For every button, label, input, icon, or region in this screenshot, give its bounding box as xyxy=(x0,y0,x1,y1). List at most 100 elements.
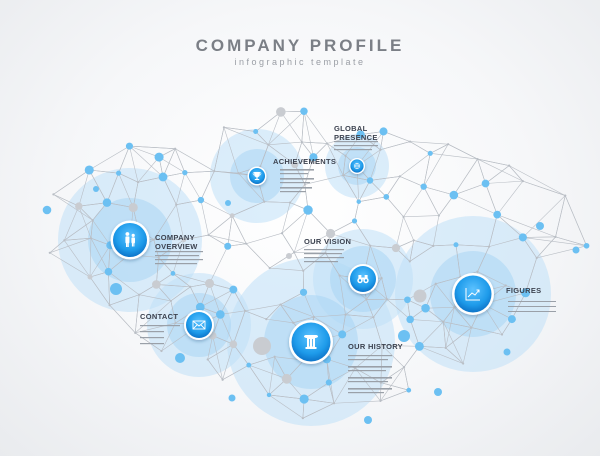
hub-figures[interactable] xyxy=(452,273,494,315)
network-dot xyxy=(583,242,590,249)
network-link xyxy=(471,327,503,335)
network-link xyxy=(172,273,210,284)
network-link xyxy=(233,344,250,366)
hub-contact[interactable] xyxy=(184,310,214,340)
network-link xyxy=(443,307,455,322)
network-dot xyxy=(507,315,516,324)
network-link xyxy=(268,111,305,146)
network-link xyxy=(293,209,309,253)
network-link xyxy=(325,252,340,276)
network-dot xyxy=(332,402,336,405)
network-link xyxy=(380,141,411,151)
network-dot xyxy=(52,193,55,196)
network-dot xyxy=(174,321,177,325)
network-dot xyxy=(152,280,161,289)
network-link xyxy=(246,232,283,244)
network-link xyxy=(303,111,314,158)
network-link xyxy=(477,158,523,182)
network-link xyxy=(248,364,270,396)
network-link xyxy=(231,215,247,244)
hub-our-history[interactable] xyxy=(289,320,333,364)
network-link xyxy=(373,317,383,346)
network-link xyxy=(244,310,267,320)
network-link xyxy=(326,334,343,360)
network-link xyxy=(200,199,233,216)
network-dot xyxy=(406,387,412,393)
network-link xyxy=(409,141,431,154)
network-dot xyxy=(268,266,271,270)
network-dot xyxy=(521,180,524,183)
network-link xyxy=(207,335,213,360)
network-link xyxy=(207,359,223,380)
network-link xyxy=(137,156,160,183)
network-link xyxy=(106,173,119,203)
network-link xyxy=(443,321,464,364)
network-link xyxy=(170,300,176,324)
network-dot xyxy=(267,143,270,146)
network-dot xyxy=(222,126,226,129)
network-link xyxy=(223,127,256,132)
network-dot xyxy=(207,233,210,237)
network-link xyxy=(303,111,328,144)
network-dot xyxy=(189,285,192,288)
network-link xyxy=(208,234,228,247)
network-link xyxy=(108,271,140,295)
network-link xyxy=(266,304,281,320)
network-link xyxy=(448,143,478,160)
network-link xyxy=(281,202,291,234)
network-dot xyxy=(421,303,430,313)
network-link xyxy=(156,284,191,288)
network-link xyxy=(355,345,383,369)
network-dot xyxy=(437,214,440,217)
network-link xyxy=(268,111,282,145)
network-link xyxy=(358,180,371,202)
network-dot xyxy=(157,256,160,259)
network-dot xyxy=(481,179,490,188)
network-link xyxy=(343,175,371,181)
network-dot xyxy=(500,333,504,336)
placeholder-text-blocks xyxy=(140,141,556,394)
network-link xyxy=(409,319,420,347)
hub-global-presence[interactable] xyxy=(349,158,365,174)
hub-company-overview[interactable] xyxy=(110,220,150,260)
network-dot xyxy=(136,181,140,184)
network-link xyxy=(246,243,270,269)
network-link xyxy=(382,345,420,347)
network-link xyxy=(304,398,335,404)
network-dot xyxy=(476,270,479,273)
network-link xyxy=(410,141,449,145)
network-link xyxy=(508,165,524,182)
network-link xyxy=(423,153,431,187)
network-dot xyxy=(154,152,164,162)
network-dot xyxy=(169,299,173,303)
network-link xyxy=(373,299,388,318)
network-link xyxy=(380,345,383,383)
network-link xyxy=(477,158,486,184)
network-link xyxy=(496,180,524,215)
network-dot xyxy=(87,274,93,280)
network-link xyxy=(430,153,478,160)
network-link xyxy=(135,300,172,334)
trophy-icon xyxy=(252,172,262,180)
people-icon xyxy=(125,232,135,247)
network-link xyxy=(453,194,498,215)
network-dot xyxy=(402,366,406,369)
network-dot xyxy=(300,107,308,116)
network-dot xyxy=(225,200,231,206)
hub-achievements[interactable] xyxy=(247,166,267,186)
network-link xyxy=(313,316,343,335)
network-link xyxy=(172,239,185,274)
network-dot xyxy=(351,218,358,224)
network-link xyxy=(423,144,449,187)
network-link xyxy=(403,367,410,391)
hub-our-vision[interactable] xyxy=(348,264,378,294)
network-dot xyxy=(325,379,332,386)
network-dot xyxy=(263,200,266,203)
network-dot xyxy=(309,153,318,162)
network-dot xyxy=(273,355,276,358)
network-dot xyxy=(453,242,459,248)
label-figures: FIGURES xyxy=(506,286,542,295)
network-dot xyxy=(152,238,155,241)
network-link xyxy=(339,275,346,315)
text-block-achievements xyxy=(280,169,314,193)
